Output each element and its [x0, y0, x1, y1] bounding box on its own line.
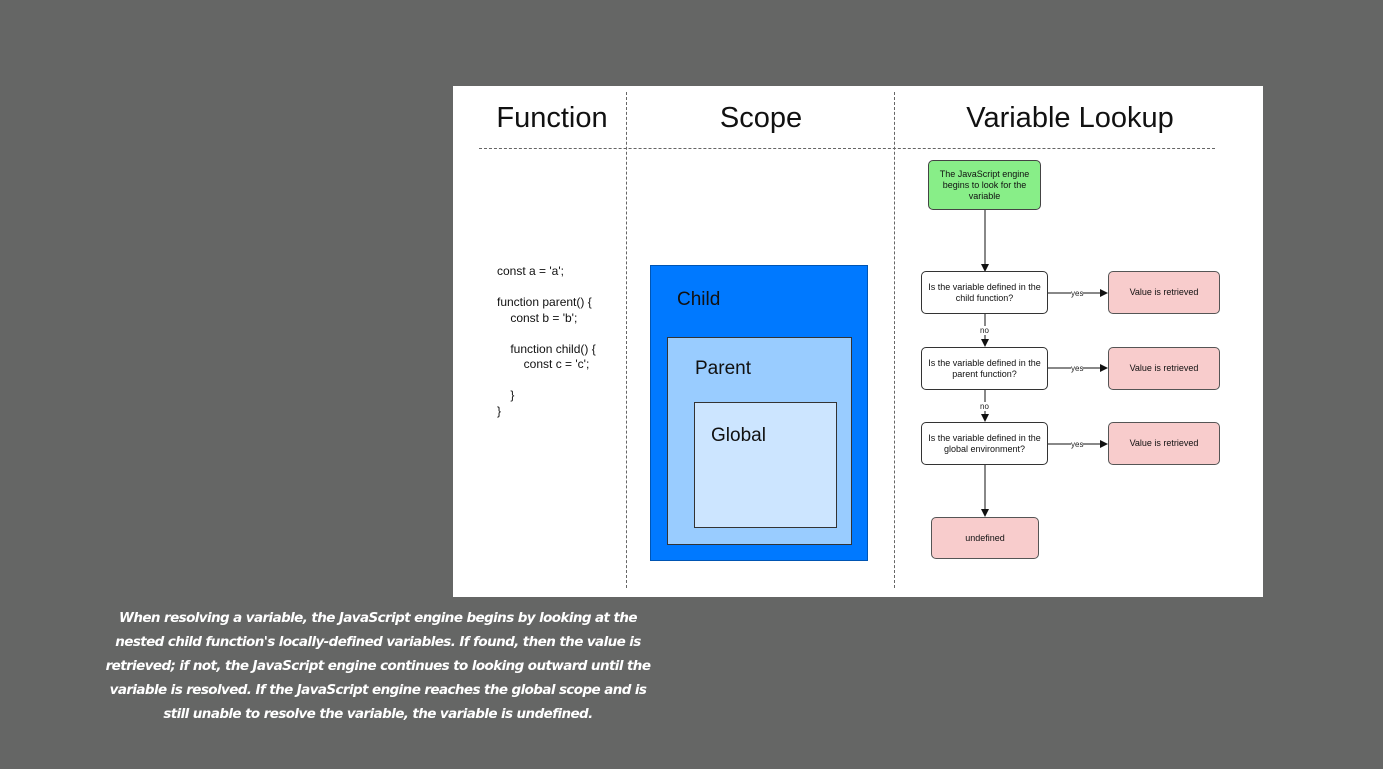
retrieved-node: Value is retrieved — [1108, 347, 1220, 390]
flow-arrows — [981, 210, 1108, 517]
column-divider — [894, 92, 895, 588]
scope-diagram: Function Scope Variable Lookup const a =… — [453, 86, 1263, 597]
start-node: The JavaScript engine begins to look for… — [928, 160, 1041, 210]
no-label: no — [980, 402, 989, 411]
question-child-node: Is the variable defined in the child fun… — [921, 271, 1048, 314]
child-scope-label: Child — [677, 289, 721, 310]
figure-caption: When resolving a variable, the JavaScrip… — [105, 610, 651, 722]
retrieved-node: Value is retrieved — [1108, 422, 1220, 465]
scope-header: Scope — [719, 102, 803, 134]
question-global-node: Is the variable defined in the global en… — [921, 422, 1048, 465]
code-sample: const a = 'a'; function parent() { const… — [497, 264, 596, 418]
yes-label: yes — [1071, 440, 1084, 449]
question-parent-node: Is the variable defined in the parent fu… — [921, 347, 1048, 390]
undefined-node: undefined — [931, 517, 1039, 559]
parent-scope-label: Parent — [695, 358, 751, 379]
retrieved-node: Value is retrieved — [1108, 271, 1220, 314]
function-header: Function — [496, 102, 608, 134]
global-scope-label: Global — [711, 425, 766, 446]
no-label: no — [980, 326, 989, 335]
variable-lookup-header: Variable Lookup — [966, 102, 1174, 134]
yes-label: yes — [1071, 289, 1084, 298]
column-divider — [626, 92, 627, 588]
yes-label: yes — [1071, 364, 1084, 373]
global-scope-box — [694, 402, 837, 528]
header-divider — [479, 148, 1215, 149]
